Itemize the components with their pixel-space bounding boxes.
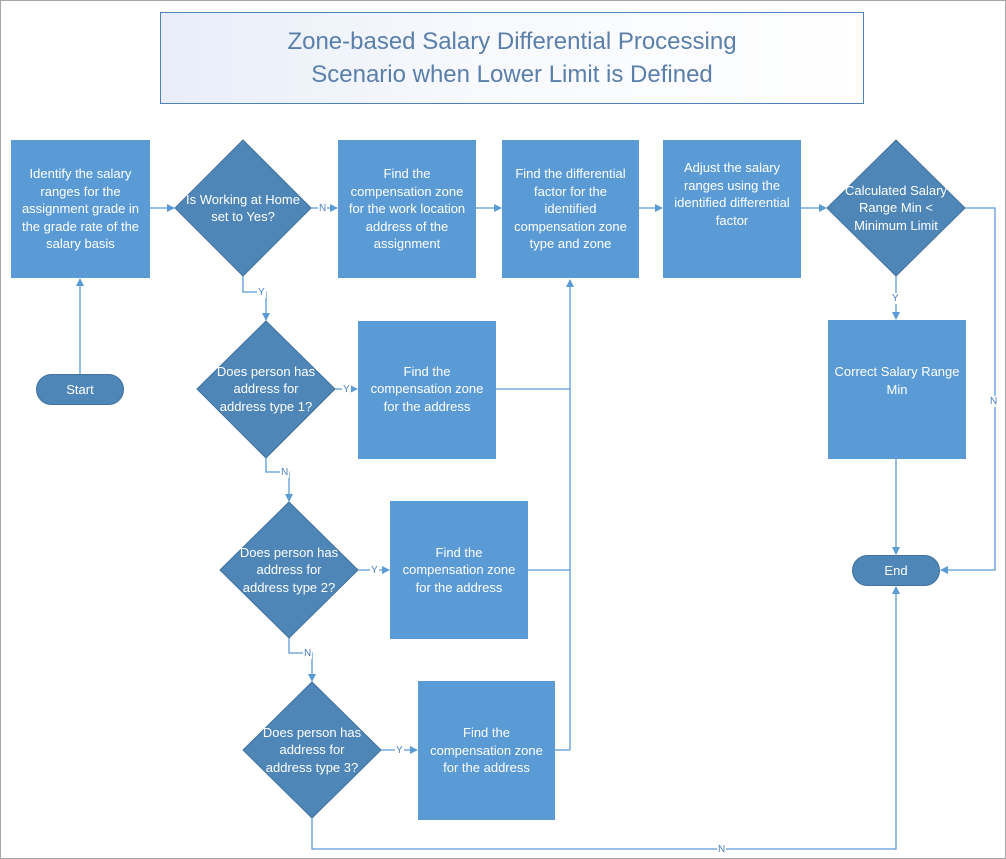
connector-address-2-no [288, 638, 316, 682]
edge-label-working-home-yes: Y [257, 287, 266, 298]
process-find-differential-factor: Find the differential factor for the ide… [502, 140, 639, 278]
decision-working-home-label: Is Working at Home set to Yes? [186, 191, 300, 225]
edge-label-address-3-no: N [717, 844, 727, 855]
decision-address-1-label: Does person has address for address type… [216, 363, 316, 414]
decision-address-2-label: Does person has address for address type… [239, 544, 339, 595]
diagram-title-box: Zone-based Salary Differential Processin… [160, 12, 864, 104]
edge-label-working-home-no: N [318, 203, 328, 214]
process-correct-salary-range-min: Correct Salary Range Min [828, 320, 966, 459]
edge-label-address-1-no: N [280, 467, 290, 478]
connector-working-home-yes [242, 276, 270, 321]
process-address-1-find-zone: Find the compensation zone for the addre… [358, 321, 496, 459]
terminator-start: Start [36, 374, 124, 405]
process-address-2-find-zone: Find the compensation zone for the addre… [390, 501, 528, 639]
edge-label-address-2-yes: Y [370, 565, 379, 576]
edge-label-calc-min-no: N [989, 396, 999, 407]
decision-address-3-label: Does person has address for address type… [262, 724, 362, 775]
connector-calc-min-no [940, 207, 996, 574]
connector-address-3-no-to-end [311, 586, 900, 850]
edge-label-address-2-no: N [303, 648, 313, 659]
process-adjust-salary-ranges: Adjust the salary ranges using the ident… [663, 140, 801, 278]
edge-label-address-3-yes: Y [395, 745, 404, 756]
decision-calc-min-label: Calculated Salary Range Min < Minimum Li… [845, 182, 947, 233]
diagram-title-line-2: Scenario when Lower Limit is Defined [311, 61, 713, 88]
edge-label-address-1-yes: Y [342, 384, 351, 395]
process-find-work-location-zone: Find the compensation zone for the work … [338, 140, 476, 278]
process-identify-salary-ranges: Identify the salary ranges for the assig… [11, 140, 150, 278]
process-address-3-find-zone: Find the compensation zone for the addre… [418, 681, 555, 820]
diagram-title-line-1: Zone-based Salary Differential Processin… [287, 28, 737, 55]
edge-label-calc-min-yes: Y [891, 293, 900, 304]
terminator-end: End [852, 555, 940, 586]
connector-address-1-no [265, 458, 293, 502]
